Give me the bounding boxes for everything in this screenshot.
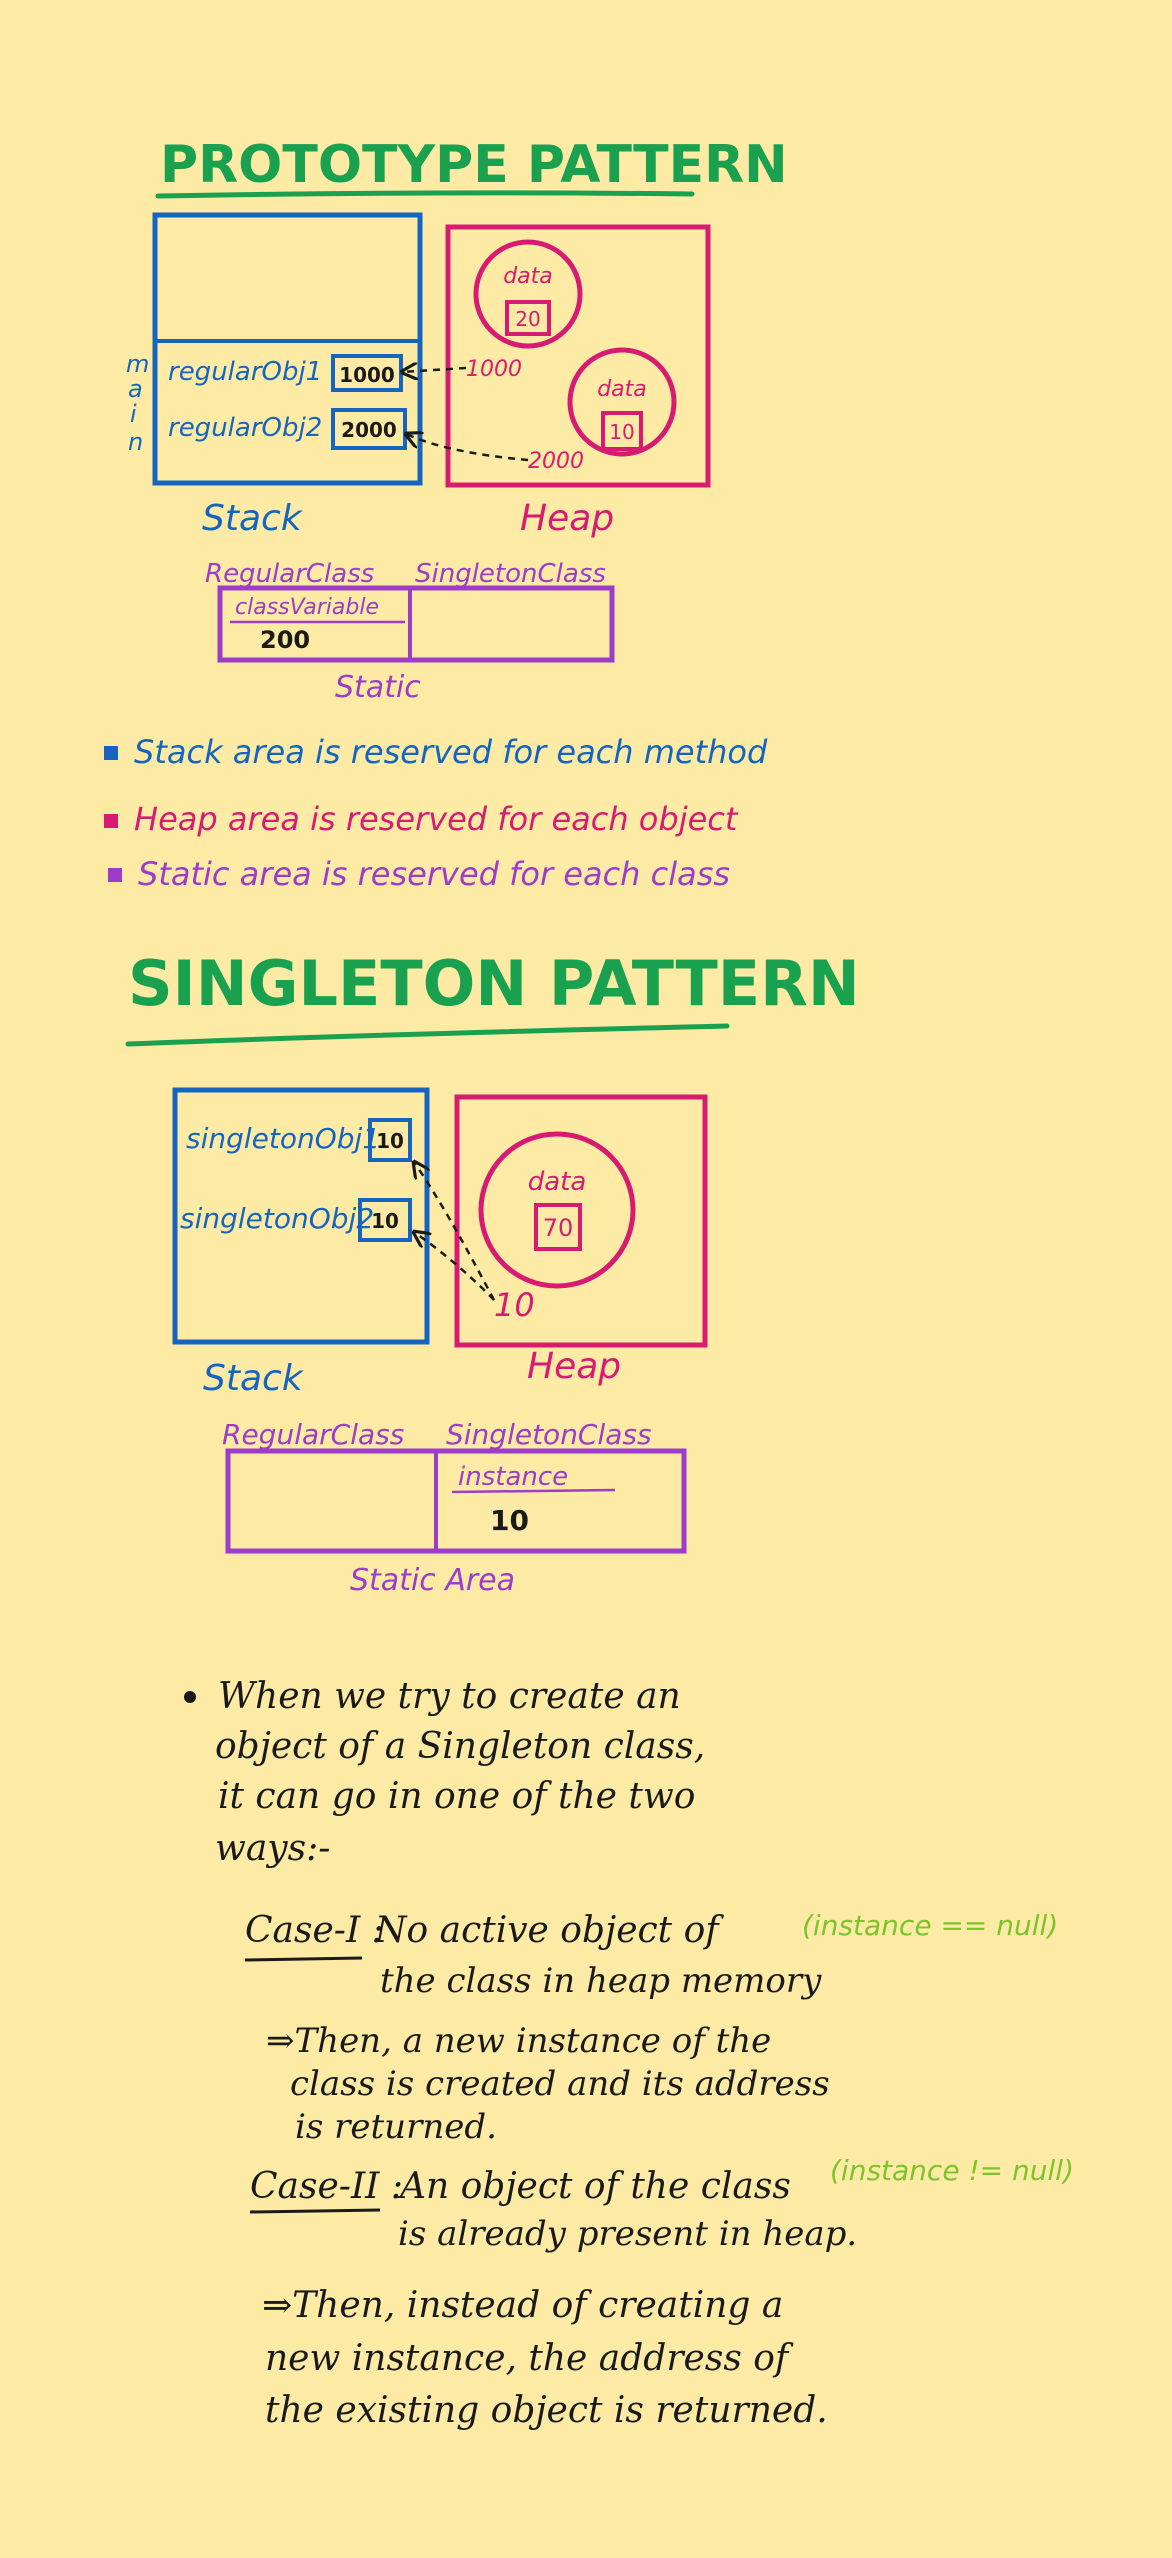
singleton-reference-arrow xyxy=(414,1162,496,1301)
singleton-stack-var-value: 10 xyxy=(376,1129,404,1153)
prototype-static-class-label: RegularClass xyxy=(205,559,374,589)
prototype-title-underline xyxy=(155,190,695,199)
prototype-main-letter: n xyxy=(128,428,143,456)
prototype-stack-box xyxy=(152,212,423,486)
singleton-static-var-value: 10 xyxy=(490,1504,529,1537)
singleton-reference-arrow xyxy=(414,1232,495,1301)
prototype-static-class-label: SingletonClass xyxy=(415,559,606,589)
prototype-static-label: Static xyxy=(335,670,421,705)
case1-result-line: is returned. xyxy=(295,2107,497,2147)
singleton-title: SINGLETON PATTERN xyxy=(128,947,860,1020)
prototype-reference-arrow xyxy=(402,368,467,372)
singleton-static-var-underline xyxy=(451,1488,616,1494)
case1-result-line: class is created and its address xyxy=(290,2064,830,2104)
prototype-heap-object-address: 2000 xyxy=(528,449,584,474)
bullet-text: Stack area is reserved for each method xyxy=(134,733,768,771)
singleton-stack-var-name: singletonObj1 xyxy=(186,1122,380,1155)
prototype-main-letter: a xyxy=(128,375,143,403)
singleton-static-label: Static Area xyxy=(350,1563,515,1598)
prototype-stack-var-value-box xyxy=(331,408,407,450)
case2-result-line: new instance, the address of xyxy=(265,2338,794,2379)
case2-condition: (instance != null) xyxy=(830,2154,1074,2187)
singleton-heap-label: Heap xyxy=(527,1346,621,1387)
singleton-static-class-label: SingletonClass xyxy=(446,1418,652,1451)
prototype-heap-object-value: 20 xyxy=(515,307,540,331)
singleton-stack-var-name: singletonObj2 xyxy=(180,1202,374,1235)
case2-result-line: ⇒Then, instead of creating a xyxy=(262,2285,783,2326)
case2-label: Case-II : xyxy=(250,2166,403,2207)
prototype-heap-object-circle xyxy=(473,239,583,349)
prototype-heap-object-field: data xyxy=(503,264,553,289)
singleton-heap-object-circle xyxy=(478,1131,636,1289)
prototype-reference-arrow xyxy=(406,434,529,462)
singleton-static-var-name: instance xyxy=(458,1462,568,1492)
case2-result-line: the existing object is returned. xyxy=(265,2390,828,2431)
case1-result-line: ⇒Then, a new instance of the xyxy=(266,2021,771,2061)
case1-label-underline xyxy=(244,1956,363,1962)
singleton-stack-box xyxy=(172,1087,430,1345)
singleton-heap-box xyxy=(454,1094,708,1348)
case1-text-line: No active object of xyxy=(374,1910,724,1951)
prototype-heap-box xyxy=(445,224,711,488)
prototype-stack-var-value: 1000 xyxy=(339,363,395,387)
prototype-main-letter: m xyxy=(126,350,149,378)
singleton-static-class-label: RegularClass xyxy=(222,1418,404,1451)
notes-intro-line: When we try to create an xyxy=(218,1676,681,1717)
prototype-heap-object-value-box xyxy=(601,411,643,451)
bullet-marker xyxy=(104,746,118,760)
notes-bullet-marker xyxy=(184,1691,196,1703)
prototype-heap-object-circle xyxy=(567,347,677,457)
singleton-heap-object-value: 70 xyxy=(543,1214,574,1242)
notes-intro-line: object of a Singleton class, xyxy=(215,1726,705,1767)
prototype-stack-var-name: regularObj1 xyxy=(168,357,322,387)
notes-intro-line: it can go in one of the two xyxy=(218,1776,695,1817)
prototype-static-var-name: classVariable xyxy=(235,595,379,620)
bullet-text: Static area is reserved for each class xyxy=(138,855,730,893)
case2-label-underline xyxy=(249,2208,381,2214)
singleton-stack-var-value-box xyxy=(368,1118,412,1162)
case2-text-line: An object of the class xyxy=(397,2166,791,2207)
notes-intro-line: ways:- xyxy=(215,1828,330,1869)
bullet-text: Heap area is reserved for each object xyxy=(134,800,739,838)
prototype-heap-object-field: data xyxy=(597,377,647,402)
case1-label: Case-I : xyxy=(245,1910,384,1951)
prototype-stack-var-name: regularObj2 xyxy=(168,413,322,443)
prototype-stack-var-value: 2000 xyxy=(341,418,397,442)
prototype-main-letter: i xyxy=(130,400,137,428)
singleton-stack-var-value: 10 xyxy=(371,1209,399,1233)
case1-text-line: the class in heap memory xyxy=(380,1961,822,2001)
singleton-heap-object-field: data xyxy=(528,1167,587,1197)
prototype-heap-object-value-box xyxy=(505,300,551,336)
singleton-title-underline xyxy=(125,1023,730,1047)
prototype-heap-object-value: 10 xyxy=(609,420,634,444)
bullet-marker xyxy=(104,814,118,828)
singleton-heap-object-value-box xyxy=(534,1203,582,1251)
singleton-heap-object-address: 10 xyxy=(494,1286,535,1324)
singleton-static-box xyxy=(225,1448,687,1554)
prototype-static-box xyxy=(217,585,615,663)
prototype-stack-label: Stack xyxy=(202,498,304,539)
prototype-heap-object-address: 1000 xyxy=(466,357,522,382)
case1-condition: (instance == null) xyxy=(802,1909,1058,1942)
bullet-marker xyxy=(108,868,122,882)
singleton-stack-label: Stack xyxy=(203,1358,305,1399)
prototype-heap-label: Heap xyxy=(520,498,614,539)
case2-text-line: is already present in heap. xyxy=(398,2214,857,2254)
singleton-stack-var-value-box xyxy=(358,1198,412,1242)
prototype-title: PROTOTYPE PATTERN xyxy=(160,135,788,195)
prototype-static-var-value: 200 xyxy=(260,626,310,654)
